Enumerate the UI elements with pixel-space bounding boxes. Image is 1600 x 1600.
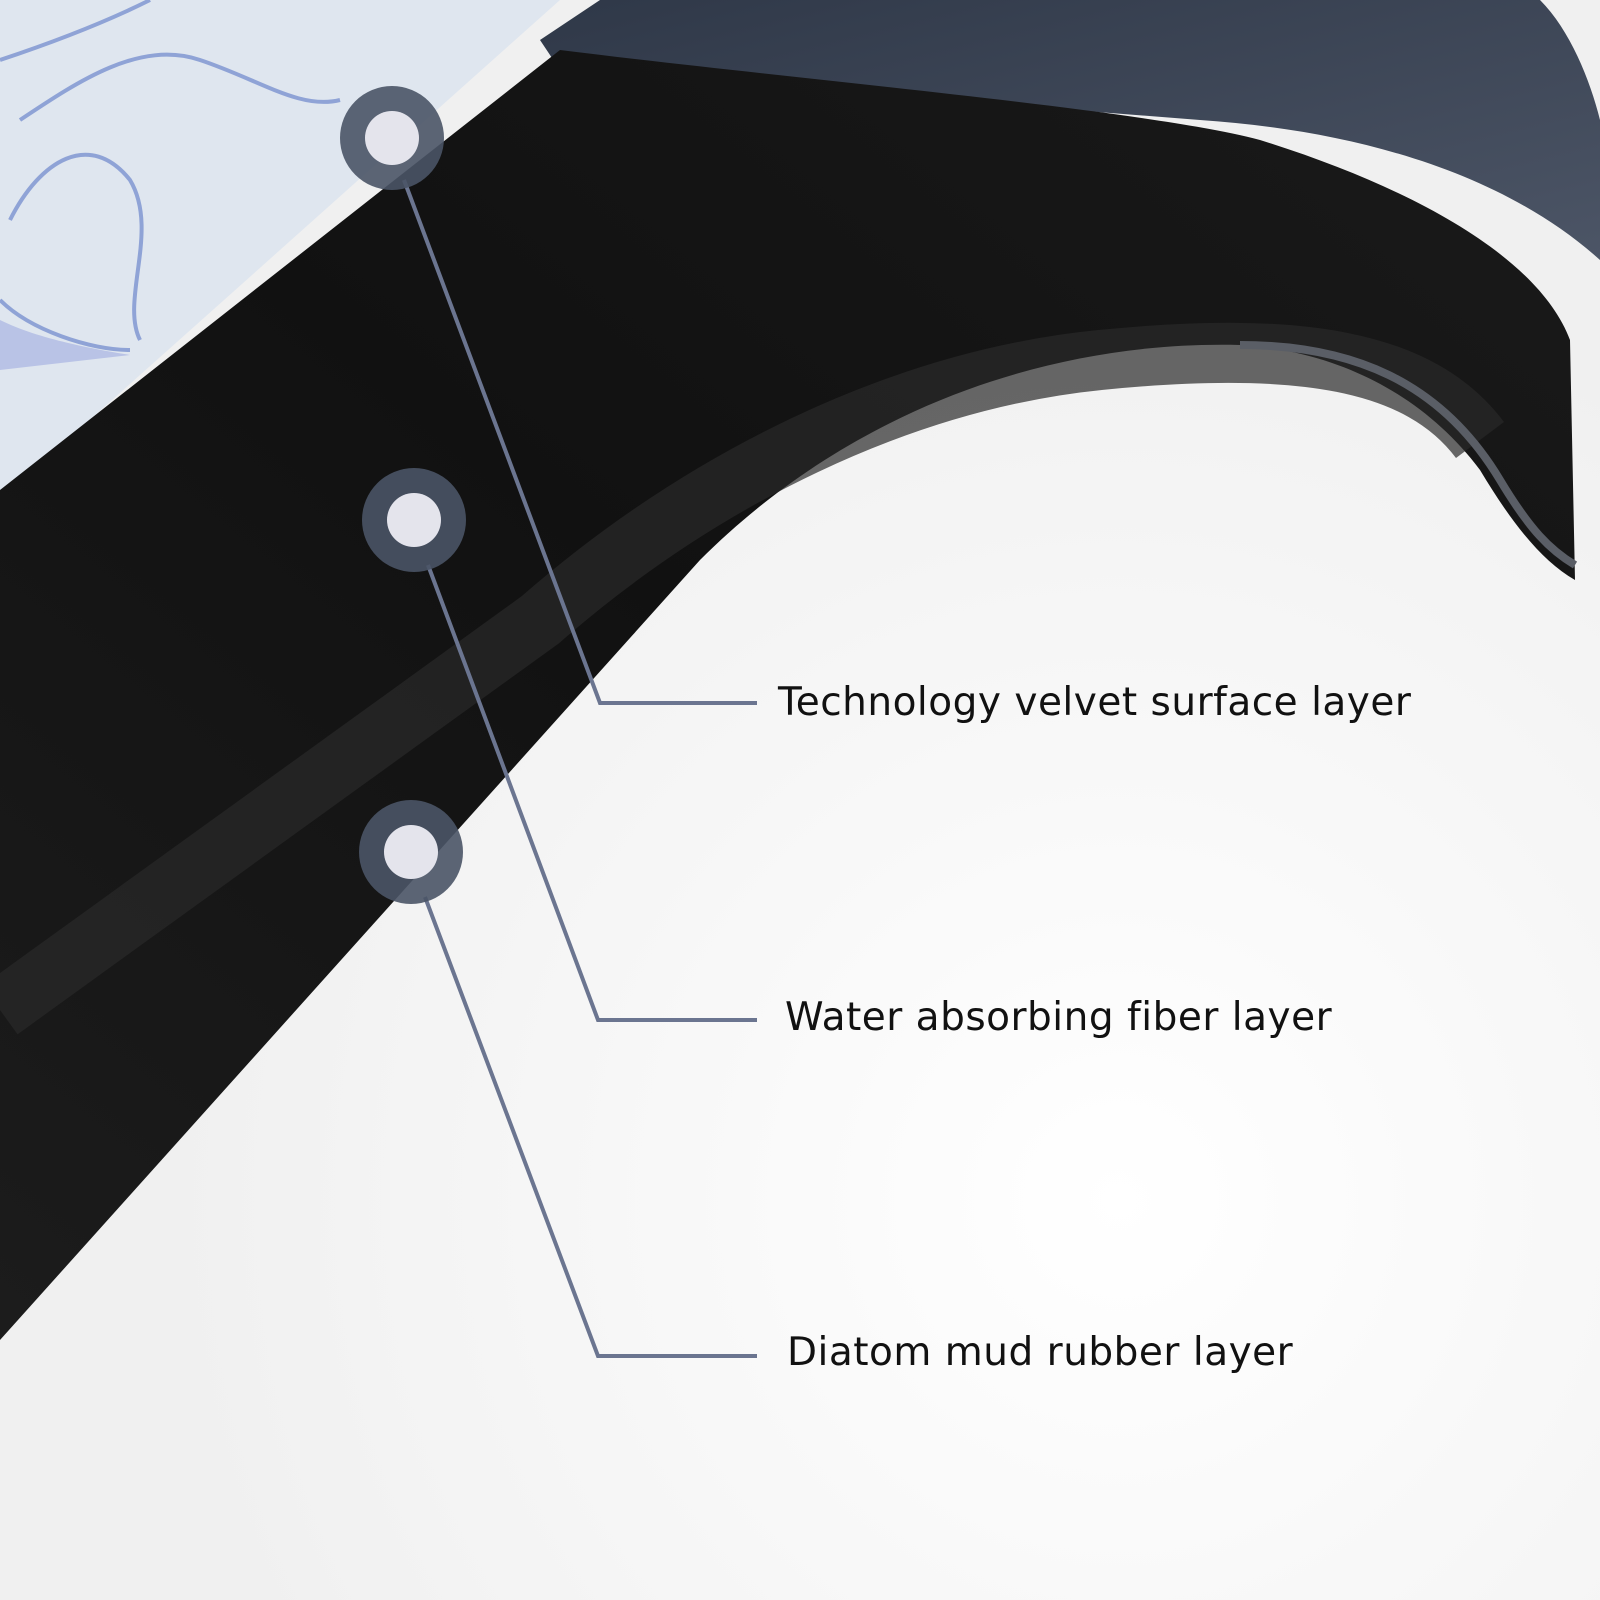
label-surface-layer: Technology velvet surface layer xyxy=(778,680,1412,725)
callout-marker-2 xyxy=(362,468,466,572)
leader-lines xyxy=(402,179,757,1358)
wave-pattern xyxy=(0,0,341,352)
callout-marker-3 xyxy=(359,800,463,904)
mat-top-surface xyxy=(540,0,1600,260)
mat-edge-highlight xyxy=(1239,341,1578,569)
label-fiber-layer: Water absorbing fiber layer xyxy=(785,995,1333,1040)
label-rubber-layer: Diatom mud rubber layer xyxy=(787,1330,1294,1375)
mat-body xyxy=(0,50,1575,1340)
fin-shape xyxy=(0,320,130,370)
callout-marker-1 xyxy=(340,86,444,190)
